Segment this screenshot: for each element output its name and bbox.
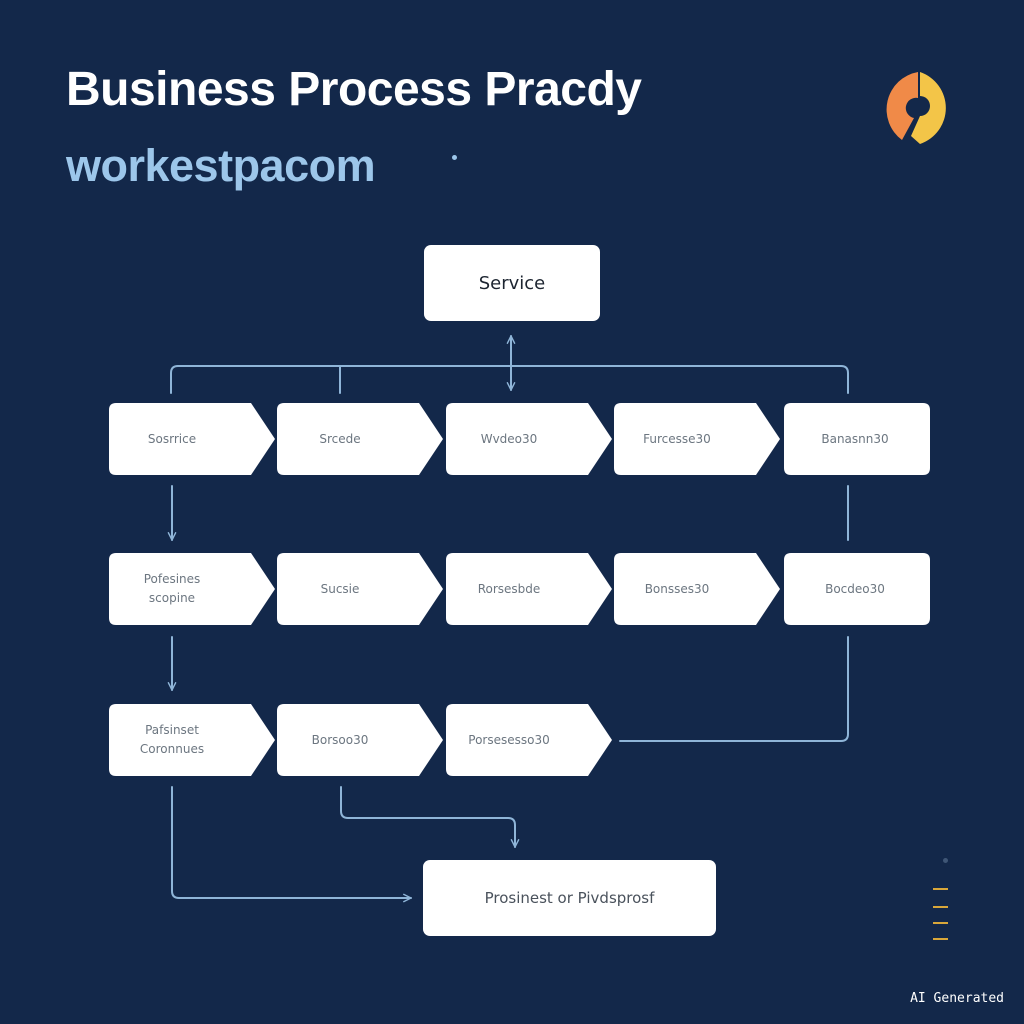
process-node[interactable]: Porsesesso30: [446, 704, 612, 776]
process-node[interactable]: Banasnn30: [784, 403, 930, 475]
ai-generated-label: AI Generated: [910, 991, 1004, 1006]
scroll-tick: [933, 888, 948, 890]
page-subtitle: workestpacom: [66, 140, 376, 191]
process-node-label: Pofesines scopine: [143, 572, 201, 605]
process-node[interactable]: Bonsses30: [614, 553, 780, 625]
process-node-shape: [277, 553, 443, 625]
scroll-tick: [933, 938, 948, 940]
process-node-shape: [109, 403, 275, 475]
process-node-label: Sucsie: [320, 581, 360, 596]
process-node-shape: [784, 403, 930, 475]
process-node[interactable]: Borsoo30: [277, 704, 443, 776]
process-node-shape: [614, 403, 780, 475]
process-node-label: Furcesse30: [643, 431, 711, 446]
process-node[interactable]: Srcede: [277, 403, 443, 475]
page-title: Business Process Pracdy: [66, 63, 642, 116]
process-node-label: Rorsesbde: [477, 581, 541, 596]
connector: [619, 636, 849, 742]
process-node-label: Bocdeo30: [825, 581, 885, 596]
process-node-shape: [446, 553, 612, 625]
connector: [171, 786, 412, 903]
process-node[interactable]: Wvdeo30: [446, 403, 612, 475]
process-node[interactable]: Bocdeo30: [784, 553, 930, 625]
process-node-label: Porsesesso30: [468, 732, 550, 747]
result-node[interactable]: Prosinest or Pivdsprosf: [423, 860, 716, 936]
result-node-label: Prosinest or Pivdsprosf: [484, 889, 655, 907]
service-node-label: Service: [478, 272, 546, 294]
logo-icon: [886, 72, 946, 144]
process-node-label: Borsoo30: [311, 732, 369, 747]
process-node[interactable]: Pafsinset Coronnues: [109, 704, 275, 776]
scroll-tick: [933, 906, 948, 908]
process-node[interactable]: Sucsie: [277, 553, 443, 625]
subtitle-dot: [452, 155, 457, 160]
process-node[interactable]: Furcesse30: [614, 403, 780, 475]
process-node[interactable]: Sosrrice: [109, 403, 275, 475]
process-node-shape: [109, 553, 275, 625]
process-node-label: Srcede: [319, 431, 361, 446]
process-node-shape: [784, 553, 930, 625]
process-node-shape: [446, 704, 612, 776]
scroll-tick: [933, 922, 948, 924]
connector: [170, 365, 849, 394]
service-node[interactable]: Service: [424, 245, 600, 321]
connector: [340, 786, 520, 848]
process-node-shape: [446, 403, 612, 475]
scroll-dot: [943, 858, 948, 863]
process-node-shape: [277, 403, 443, 475]
process-node-label: Pafsinset Coronnues: [139, 723, 205, 756]
process-node-label: Bonsses30: [644, 581, 710, 596]
process-node-label: Wvdeo30: [480, 431, 538, 446]
process-node-shape: [614, 553, 780, 625]
process-node-shape: [277, 704, 443, 776]
process-node-label: Banasnn30: [821, 431, 889, 446]
process-node[interactable]: Pofesines scopine: [109, 553, 275, 625]
process-node-label: Sosrrice: [147, 431, 197, 446]
process-node-shape: [109, 704, 275, 776]
scroll-indicator[interactable]: [928, 855, 952, 945]
process-node[interactable]: Rorsesbde: [446, 553, 612, 625]
